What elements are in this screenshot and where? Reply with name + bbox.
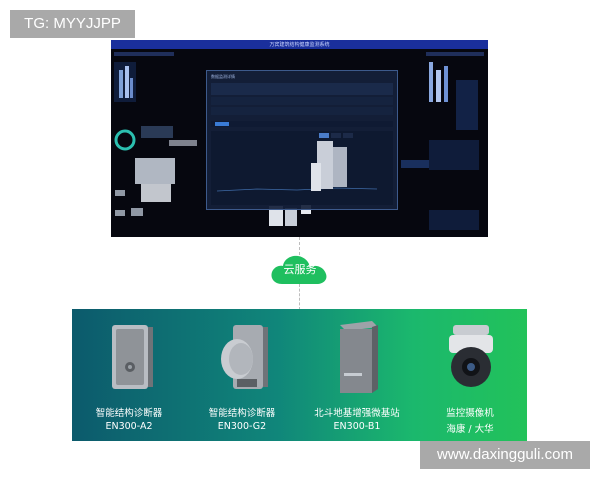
device-name: 智能结构诊断器 — [95, 408, 163, 419]
device-model: EN300-A2 — [105, 421, 153, 432]
connector-line-top — [299, 237, 300, 260]
dashboard-screenshot: 万宾建筑结构健康监测系统 数据监测详情 — [111, 40, 488, 237]
dome-camera-icon — [449, 325, 493, 387]
device-name: 监控摄像机 — [446, 408, 494, 419]
device-card: 北斗地基增强微基站 EN300-B1 — [302, 309, 412, 441]
sensor-box-icon — [112, 325, 153, 389]
dialog-content — [211, 83, 393, 205]
dashboard-scene — [111, 40, 488, 230]
device-model: EN300-G2 — [217, 421, 267, 432]
monitoring-dialog: 数据监测详情 — [206, 70, 398, 210]
connector-line-bottom — [299, 284, 300, 310]
sensor-disc-icon — [221, 325, 268, 389]
watermark-top-left: TG: MYYJJPP — [10, 10, 135, 38]
watermark-bottom-right: www.daxingguli.com — [420, 441, 590, 469]
dialog-title: 数据监测详情 — [211, 74, 235, 79]
cloud-icon — [271, 255, 327, 284]
device-card: 智能结构诊断器 EN300-G2 — [187, 309, 297, 441]
device-card: 监控摄像机 海康 / 大华 — [415, 309, 525, 441]
device-card: 智能结构诊断器 EN300-A2 — [74, 309, 184, 441]
device-name: 智能结构诊断器 — [208, 408, 276, 419]
cloud-service-label: 云服务 — [283, 263, 317, 276]
dashboard-title: 万宾建筑结构健康监测系统 — [269, 42, 330, 48]
device-model: 海康 / 大华 — [446, 424, 494, 435]
base-station-icon — [340, 321, 378, 393]
device-name: 北斗地基增强微基站 — [314, 408, 400, 419]
device-model: EN300-B1 — [333, 421, 381, 432]
device-panel: 智能结构诊断器 EN300-A2 智能结构诊断器 EN300-G2 北斗地基增强… — [72, 309, 527, 441]
